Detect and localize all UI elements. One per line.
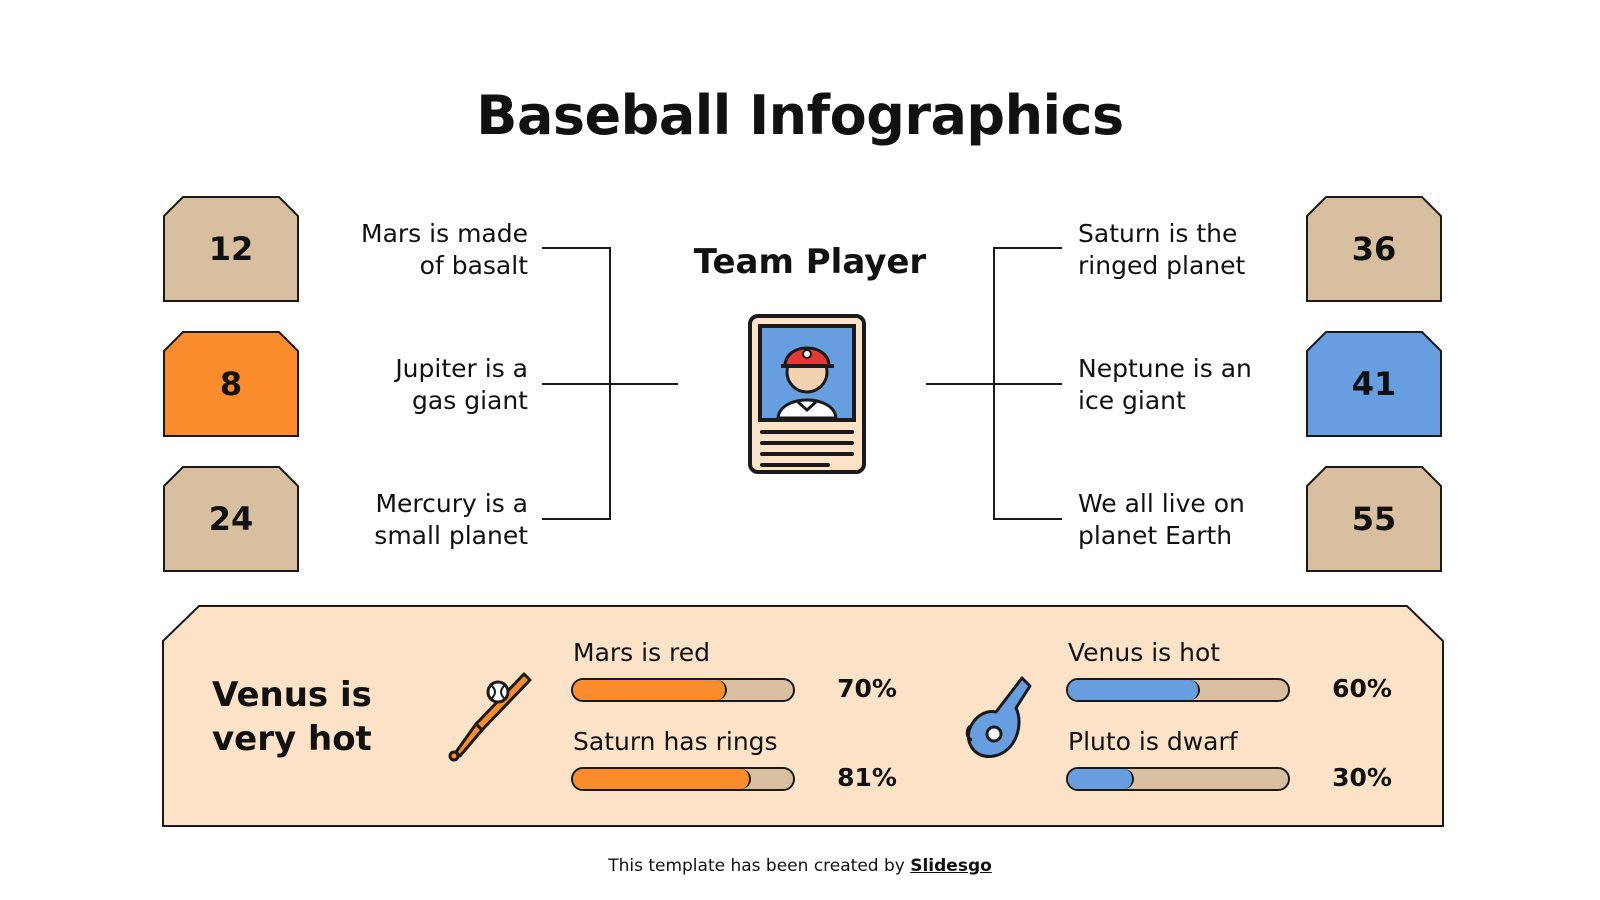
baseball-bat-icon — [448, 672, 532, 762]
percent-saturn: 81% — [837, 763, 897, 792]
footer-brand-link[interactable]: Slidesgo — [910, 856, 992, 876]
footer-credit: This template has been created by Slides… — [0, 856, 1600, 876]
number-value: 12 — [208, 230, 254, 268]
number-value: 36 — [1351, 230, 1397, 268]
footer-text: This template has been created by — [608, 856, 911, 876]
bar-label-venus: Venus is hot — [1068, 638, 1221, 667]
progress-bar-venus — [1066, 678, 1290, 702]
bar-label-mars: Mars is red — [573, 638, 711, 667]
number-tag-right-3: 55 — [1306, 466, 1442, 572]
number-value: 41 — [1351, 365, 1397, 403]
bar-label-saturn: Saturn has rings — [573, 727, 778, 756]
progress-bar-mars — [571, 678, 795, 702]
bar-label-pluto: Pluto is dwarf — [1068, 727, 1238, 756]
number-tag-right-2: 41 — [1306, 331, 1442, 437]
page-title: Baseball Infographics — [476, 84, 1124, 147]
number-value: 55 — [1351, 500, 1397, 538]
percent-pluto: 30% — [1332, 763, 1392, 792]
percent-mars: 70% — [837, 674, 897, 703]
progress-bar-pluto — [1066, 767, 1290, 791]
number-value: 24 — [208, 500, 254, 538]
whistle-icon — [965, 676, 1032, 758]
percent-venus: 60% — [1332, 674, 1392, 703]
number-tag-left-1: 12 — [163, 196, 299, 302]
progress-bar-saturn — [571, 767, 795, 791]
number-value: 8 — [219, 365, 243, 403]
baseball-card-icon — [748, 314, 866, 474]
center-title: Team Player — [693, 242, 927, 282]
number-tag-left-2: 8 — [163, 331, 299, 437]
number-tag-right-1: 36 — [1306, 196, 1442, 302]
number-tag-left-3: 24 — [163, 466, 299, 572]
